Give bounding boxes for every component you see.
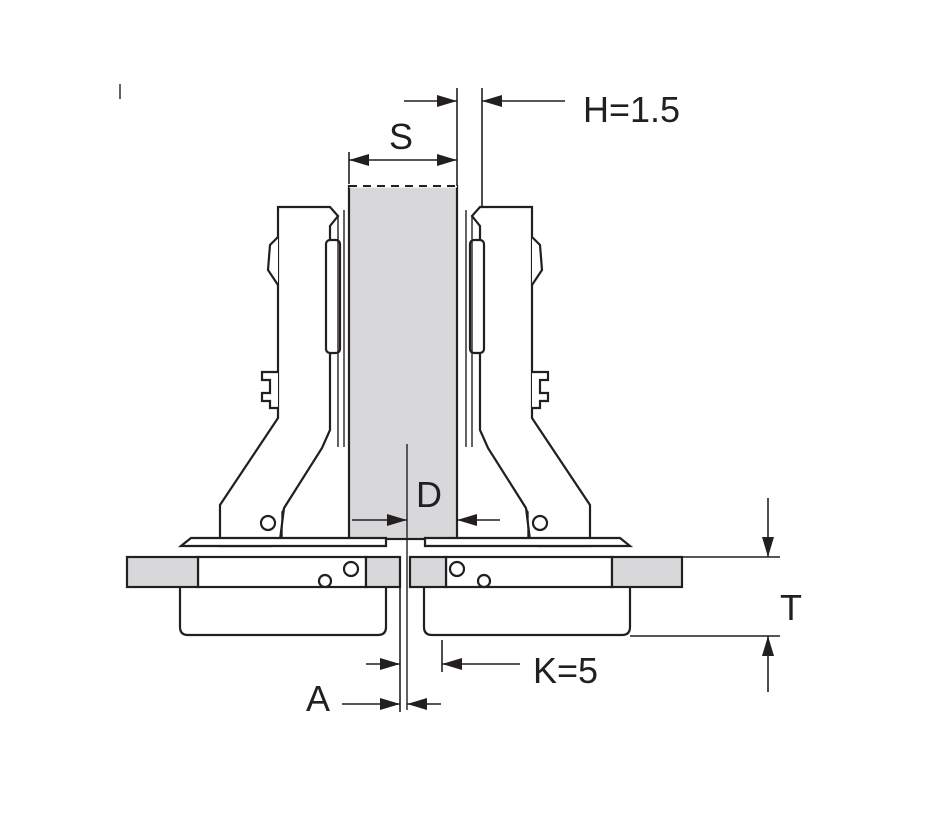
dimension-h: H=1.5 bbox=[404, 88, 680, 207]
left-hinge-arm bbox=[218, 205, 345, 548]
center-panel bbox=[347, 184, 459, 710]
label-t: T bbox=[780, 587, 802, 628]
label-d: D bbox=[416, 474, 442, 515]
dimension-s: S bbox=[348, 116, 457, 184]
dimension-a: A bbox=[306, 678, 441, 719]
dimension-k: K=5 bbox=[366, 587, 598, 712]
left-base-plate bbox=[125, 536, 402, 637]
label-k: K=5 bbox=[533, 650, 598, 691]
label-a: A bbox=[306, 678, 330, 719]
right-base-plate bbox=[408, 536, 684, 637]
right-arm-pivot bbox=[531, 514, 549, 532]
right-hinge-arm bbox=[465, 205, 592, 548]
label-h: H=1.5 bbox=[583, 89, 680, 130]
label-s: S bbox=[389, 116, 413, 157]
dimension-d: D bbox=[352, 474, 500, 526]
dimension-t: T bbox=[630, 498, 802, 692]
left-arm-pivot bbox=[259, 514, 277, 532]
